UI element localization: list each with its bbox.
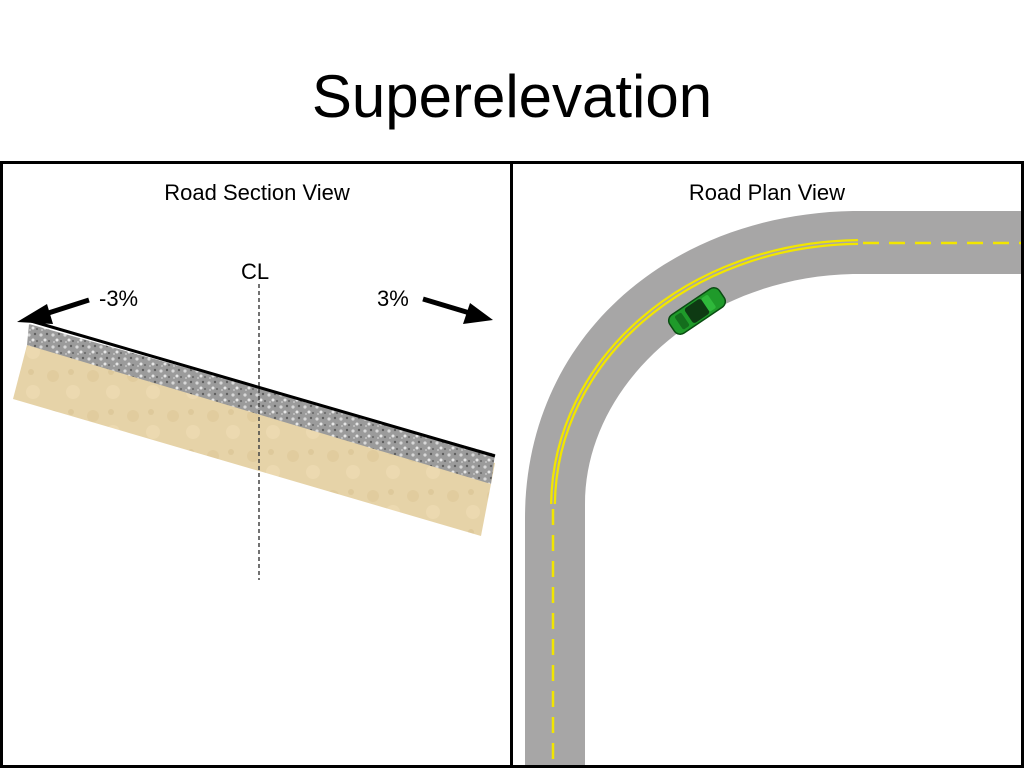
road-plan-panel: Road Plan View xyxy=(510,161,1024,768)
section-view-title: Road Section View xyxy=(164,180,350,205)
road-surface-line xyxy=(30,319,496,458)
soil-layer xyxy=(13,345,495,536)
plan-view-title: Road Plan View xyxy=(688,180,846,205)
section-diagram xyxy=(13,284,496,580)
right-slope-arrow xyxy=(422,296,493,324)
road-section-panel: Road Section View xyxy=(0,161,514,768)
left-slope-label: -3% xyxy=(99,286,139,311)
plan-diagram xyxy=(525,211,1021,765)
car-icon xyxy=(667,287,727,335)
pavement-layer xyxy=(27,324,495,484)
road-surface xyxy=(525,211,1021,765)
right-slope-label: 3% xyxy=(377,286,409,311)
left-slope-arrow xyxy=(17,297,90,324)
slide-title: Superelevation xyxy=(311,63,713,130)
centerline-label: CL xyxy=(241,259,270,284)
